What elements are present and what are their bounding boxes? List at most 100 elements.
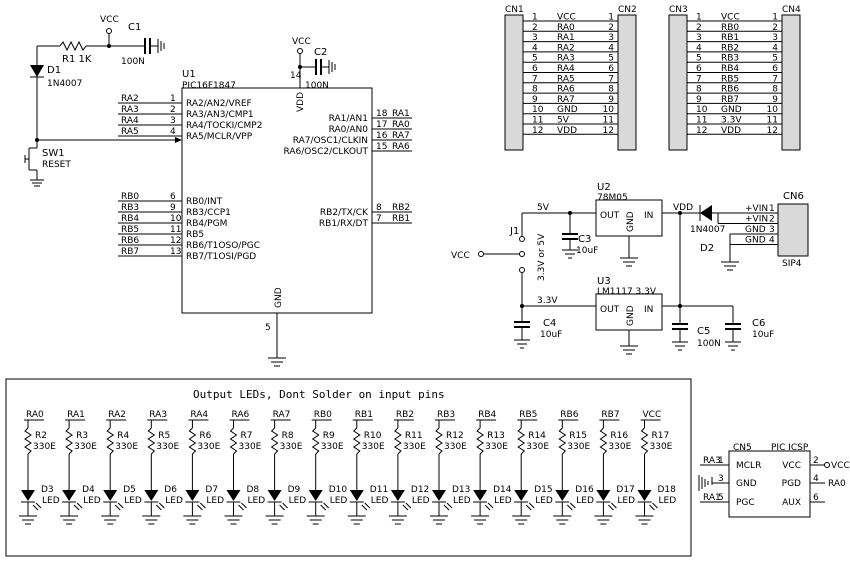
- header-pin-net: RA6: [557, 85, 575, 95]
- resistor: [311, 427, 320, 455]
- u1-net-rb3: RB3: [121, 203, 139, 213]
- resistor-val: 330E: [115, 442, 138, 452]
- u1-fn: RB3/CCP1: [186, 208, 231, 218]
- led-diode: [308, 490, 323, 501]
- u1-fn: RA0/AN0: [329, 125, 369, 135]
- led-net: RA6: [232, 410, 250, 420]
- u1-part: PIC16F1847: [182, 81, 236, 91]
- resistor: [188, 427, 197, 455]
- j1-jumper: [519, 236, 525, 242]
- led-panel-title: Output LEDs, Dont Solder on input pins: [193, 388, 445, 401]
- c3-ref: C3: [578, 234, 591, 245]
- u1-net-ra5: RA5: [121, 127, 139, 137]
- header-pin-num: 6: [532, 64, 538, 74]
- led-ref: D4: [82, 485, 95, 495]
- u1-fn: RB4/PGM: [186, 219, 227, 229]
- header-pin-num: 6: [772, 64, 778, 74]
- led-ref: D7: [205, 485, 218, 495]
- led-ref: D5: [123, 485, 136, 495]
- u1-net-rb1: RB1: [392, 214, 410, 224]
- resistor: [599, 427, 608, 455]
- led-diode: [637, 490, 652, 501]
- u1-net-rb4: RB4: [121, 214, 139, 224]
- icsp-pin: 4: [813, 474, 819, 484]
- header-pin-net: VDD: [721, 126, 741, 136]
- icsp-net: RA3: [703, 456, 721, 466]
- header-pin-num: 2: [696, 23, 702, 33]
- resistor-val: 330E: [33, 442, 56, 452]
- u1-fn: RB0/INT: [186, 197, 223, 207]
- header-pin-net: GND: [557, 105, 578, 115]
- net-33v: 3.3V: [537, 296, 558, 306]
- header-pin-num: 11: [696, 116, 707, 126]
- net-5v: 5V: [537, 203, 550, 213]
- resistor: [640, 427, 649, 455]
- led-diode: [349, 490, 364, 501]
- u1-gnd-pin: 5: [265, 323, 271, 333]
- led-diode: [185, 490, 200, 501]
- header-pin-num: 4: [772, 43, 778, 53]
- header-pin-num: 2: [608, 23, 614, 33]
- icsp-fn: AUX: [782, 498, 801, 508]
- u1-net-ra1: RA1: [392, 109, 410, 119]
- u2-part: 78M05: [597, 193, 628, 203]
- resistor-ref: R11: [405, 431, 423, 441]
- c5-val: 100N: [697, 339, 721, 349]
- d2-ref: D2: [700, 243, 714, 254]
- icsp-fn: VCC: [782, 461, 801, 471]
- c1-ref: C1: [128, 22, 141, 33]
- led-net: RA4: [190, 410, 208, 420]
- header-pin-num: 11: [603, 116, 614, 126]
- led-val: LED: [494, 496, 512, 506]
- u1-fn: RA6/OSC2/CLKOUT: [283, 147, 368, 157]
- resistor-ref: R7: [241, 431, 253, 441]
- header-pin-num: 1: [772, 13, 778, 23]
- j1-ref: J1: [509, 226, 519, 237]
- u1-pin-1: 1: [170, 94, 176, 104]
- led-val: LED: [206, 496, 224, 506]
- resistor-ref: R13: [487, 431, 505, 441]
- u1-fn: RB2/TX/CK: [320, 208, 369, 218]
- sw1-val: RESET: [42, 160, 71, 170]
- header-ref-cn4: CN4: [782, 5, 801, 15]
- led-diode: [432, 490, 446, 501]
- resistor: [352, 427, 361, 455]
- resistor-ref: R2: [35, 431, 47, 441]
- u1-pin-10: 10: [170, 214, 182, 224]
- header-pin-net: RB0: [721, 23, 739, 33]
- led-net: RA1: [67, 410, 85, 420]
- u1-mcu: U1 PIC16F1847 VCC C2 100N 14 VDD GND 5 R…: [118, 37, 412, 367]
- resistor-ref: R4: [117, 431, 129, 441]
- cn6-pin: 4: [769, 236, 775, 246]
- led-diode: [514, 490, 529, 501]
- header-pin-num: 10: [696, 105, 708, 115]
- c4-ref: C4: [543, 318, 556, 329]
- d2-val: 1N4007: [690, 225, 725, 235]
- led-ref: D14: [493, 485, 512, 495]
- header-pin-net: RA7: [557, 95, 575, 105]
- header-pin-num: 4: [532, 43, 538, 53]
- header-pin-num: 5: [696, 54, 702, 64]
- header-pin-net: RB4: [721, 64, 739, 74]
- u1-net-ra4: RA4: [121, 116, 139, 126]
- led-net: RB6: [560, 410, 578, 420]
- d1-diode: [30, 65, 44, 77]
- led-panel-frame: [5, 378, 692, 557]
- resistor-ref: R9: [323, 431, 335, 441]
- u1-net-rb5: RB5: [121, 225, 139, 235]
- header-cn4: [781, 14, 801, 151]
- resistor-val: 330E: [74, 442, 97, 452]
- net-vdd: VDD: [673, 203, 693, 213]
- header-pin-num: 7: [696, 74, 702, 84]
- u1-vdd-pin: 14: [290, 71, 302, 81]
- c1-val: 100N: [121, 57, 145, 67]
- header-ref-cn3: CN3: [669, 5, 688, 15]
